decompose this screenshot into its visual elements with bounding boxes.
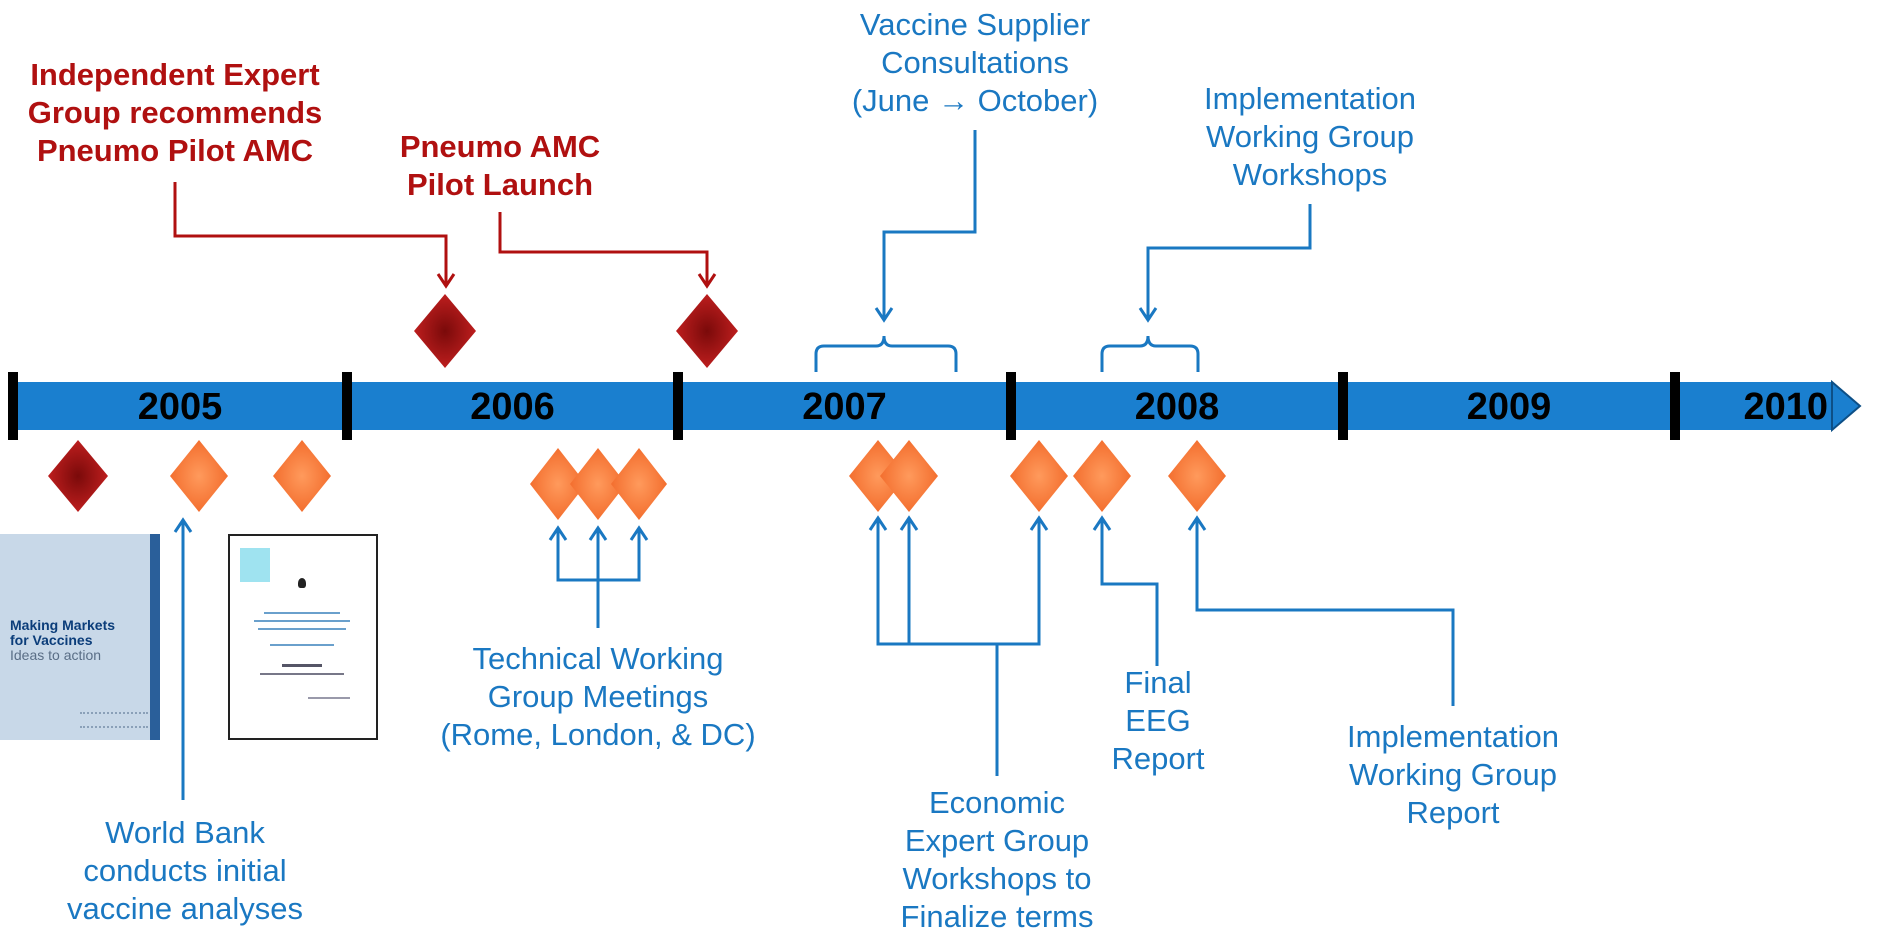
arrowhead <box>697 273 717 289</box>
arrowhead <box>436 273 456 289</box>
milestone-diamond <box>414 294 476 368</box>
connector-impl-report <box>1195 520 1455 706</box>
arrowhead <box>1187 515 1207 531</box>
connector-expert-group <box>173 182 448 284</box>
background-paper-cover <box>228 534 378 740</box>
label-impl-report: Implementation Working Group Report <box>1347 719 1559 830</box>
milestone-diamonds <box>48 294 738 512</box>
connector-impl-workshops <box>1146 204 1312 318</box>
cover-subtitle: Ideas to action <box>10 647 102 663</box>
cover-title-line: for Vaccines <box>10 632 93 648</box>
year-label: 2009 <box>1466 386 1552 428</box>
event-diamond <box>273 440 331 512</box>
cover-fine-print <box>80 712 148 728</box>
milestone-diamond <box>676 294 738 368</box>
event-diamond <box>611 448 667 520</box>
cover-title-line: Making Markets <box>10 617 116 633</box>
label-final-eeg: Final EEG Report <box>1111 665 1205 776</box>
year-label: 2007 <box>802 386 887 428</box>
connector-supplier <box>882 130 977 318</box>
event-diamond <box>880 440 938 512</box>
making-markets-cover: Making Markets for Vaccines Ideas to act… <box>0 534 160 740</box>
arrowhead <box>629 525 649 541</box>
emblem-icon <box>298 578 306 588</box>
label-supplier-consultations: Vaccine Supplier Consultations (June → O… <box>851 7 1099 118</box>
year-label: 2005 <box>137 386 223 428</box>
timeline-bar <box>12 379 1862 433</box>
label-expert-group: Independent Expert Group recommends Pneu… <box>27 57 323 168</box>
event-diamond <box>570 448 626 520</box>
event-diamonds <box>170 440 1226 520</box>
event-diamond <box>1168 440 1226 512</box>
year-dividers <box>8 372 1680 440</box>
connector-pilot-launch <box>498 212 709 284</box>
event-diamond <box>1073 440 1131 512</box>
year-label: 2008 <box>1134 386 1220 428</box>
red-connectors <box>173 182 717 289</box>
milestone-diamond <box>48 440 108 512</box>
arrowhead <box>173 517 193 533</box>
year-label: 2010 <box>1743 386 1828 428</box>
arrowhead <box>868 515 888 531</box>
cover-image <box>240 548 270 582</box>
event-diamond <box>849 440 907 512</box>
arrowhead <box>1138 307 1158 323</box>
event-diamond <box>1010 440 1068 512</box>
cover-text-lines <box>254 606 350 699</box>
arrowhead <box>588 525 608 541</box>
label-technical-meetings: Technical Working Group Meetings (Rome, … <box>440 641 756 752</box>
brace-impl <box>1100 335 1200 372</box>
year-label: 2006 <box>470 386 555 428</box>
cover-spine <box>150 534 160 740</box>
arrowhead <box>1029 515 1049 531</box>
arrowhead <box>899 515 919 531</box>
brace-supplier <box>814 335 958 372</box>
event-diamond <box>530 448 586 520</box>
label-impl-workshops: Implementation Working Group Workshops <box>1204 81 1416 192</box>
connector-economic-branch <box>876 520 1041 646</box>
blue-connectors <box>173 130 1455 800</box>
label-pilot-launch: Pneumo AMC Pilot Launch <box>399 129 601 202</box>
arrowhead <box>874 307 894 323</box>
label-economic-workshops: Economic Expert Group Workshops to Final… <box>900 785 1094 934</box>
connector-final-eeg <box>1100 520 1159 666</box>
arrowhead <box>1092 515 1112 531</box>
label-world-bank: World Bank conducts initial vaccine anal… <box>66 815 304 926</box>
arrowhead <box>548 525 568 541</box>
event-diamond <box>170 440 228 512</box>
